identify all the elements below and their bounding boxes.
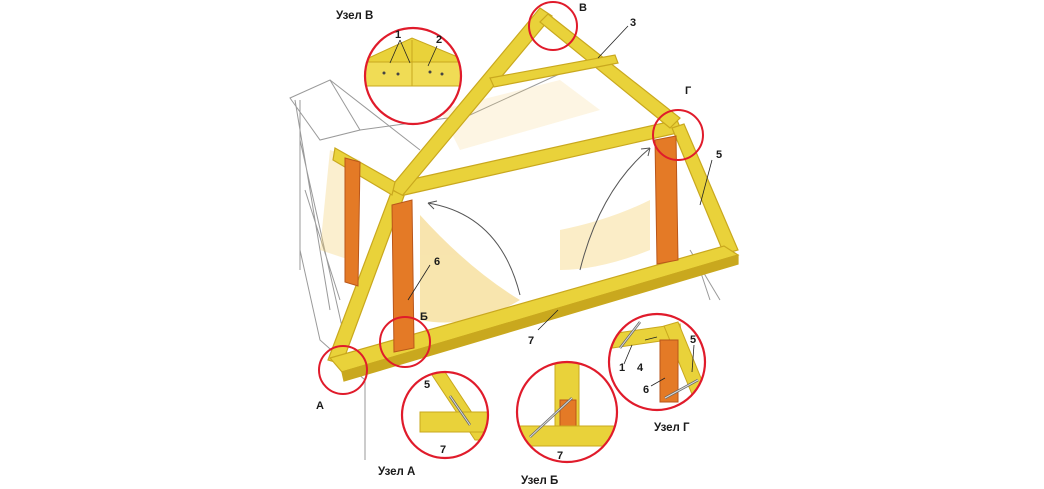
node-letter-a: А (316, 400, 324, 412)
node-letter-v: В (579, 2, 587, 14)
part-number-1-node-v: 1 (395, 29, 401, 41)
detail-node-b (515, 360, 619, 464)
part-number-1-node-g: 1 (619, 362, 625, 374)
part-number-3: 3 (630, 17, 636, 29)
part-number-7-node-b: 7 (557, 450, 563, 462)
part-number-5: 5 (716, 149, 722, 161)
part-number-6-node-g: 6 (643, 384, 649, 396)
caption-node-v: Узел В (336, 10, 373, 22)
part-number-6: 6 (434, 256, 440, 268)
part-number-7-node-a: 7 (440, 444, 446, 456)
caption-node-b: Узел Б (521, 475, 558, 487)
part-number-5-node-g: 5 (690, 334, 696, 346)
node-circle-g (652, 109, 704, 161)
node-circles (318, 1, 704, 395)
posts (344, 135, 679, 353)
node-letter-b: Б (420, 311, 428, 323)
part-number-5-node-a: 5 (424, 379, 430, 391)
caption-node-g: Узел Г (654, 422, 690, 434)
part-number-4-node-g: 4 (637, 362, 644, 374)
leader-lines (407, 25, 713, 387)
node-letter-g: Г (685, 85, 692, 97)
caption-node-a: Узел А (378, 466, 415, 478)
detail-node-v (363, 26, 463, 126)
part-number-2-node-v: 2 (436, 34, 442, 46)
part-number-7: 7 (528, 335, 534, 347)
node-circle-b (379, 316, 431, 368)
detail-node-g (607, 312, 707, 412)
node-circle-a (318, 345, 368, 395)
node-circle-v (528, 1, 578, 51)
detail-node-a (400, 370, 490, 460)
rotation-arrows (427, 147, 651, 296)
